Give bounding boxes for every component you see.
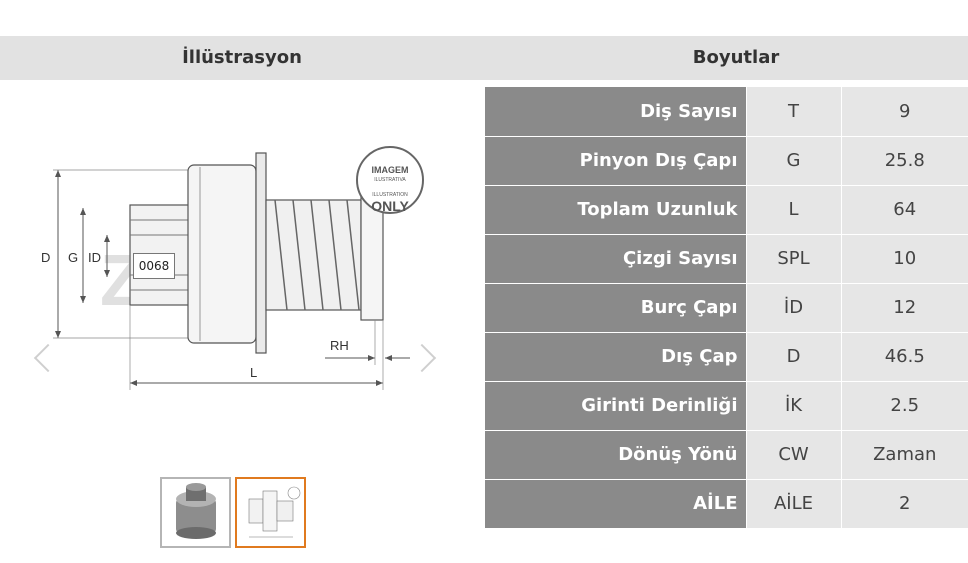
section-header-bar — [0, 36, 968, 80]
dim-label-rh: RH — [330, 338, 349, 353]
spec-label: Diş Sayısı — [485, 87, 746, 137]
spec-symbol: G — [745, 136, 841, 186]
spec-label: Girinti Derinliği — [485, 381, 746, 431]
spec-symbol: D — [745, 332, 841, 382]
drawing-thumbnail-icon — [248, 486, 301, 538]
spec-value: 10 — [840, 234, 968, 284]
spec-symbol: AİLE — [745, 479, 841, 529]
dim-label-l: L — [250, 365, 257, 380]
dim-label-d: D — [41, 250, 50, 265]
spec-symbol: CW — [745, 430, 841, 480]
stamp-line-2: ILUSTRATIVA — [374, 177, 406, 183]
spec-value: 12 — [840, 283, 968, 333]
gear-photo-icon — [176, 483, 216, 539]
product-drawing: ZEN SA D G ID IMAGEM ILUSTRATIVA ILLUSTR… — [41, 146, 424, 390]
spec-label: Çizgi Sayısı — [485, 234, 746, 284]
spec-symbol: İD — [745, 283, 841, 333]
spec-symbol: SPL — [745, 234, 841, 284]
stamp-line-1: IMAGEM — [372, 165, 409, 175]
spec-label: Toplam Uzunluk — [485, 185, 746, 235]
dimensions-heading: Boyutlar — [692, 47, 780, 68]
spec-label: Dönüş Yönü — [485, 430, 746, 480]
illustration-heading: İllüstrasyon — [182, 47, 302, 68]
dim-label-id: ID — [88, 250, 101, 265]
spec-value: 25.8 — [840, 136, 968, 186]
spec-value: 2 — [840, 479, 968, 529]
part-code-label: 0068 — [133, 253, 175, 279]
thumbnail-drawing[interactable] — [235, 477, 306, 548]
thumbnail-photo[interactable] — [160, 477, 231, 548]
spec-value: Zaman — [840, 430, 968, 480]
spec-label: AİLE — [485, 479, 746, 529]
spec-label: Pinyon Dış Çapı — [485, 136, 746, 186]
stamp-line-3: ILLUSTRATION — [372, 192, 408, 198]
dim-label-g: G — [68, 250, 78, 265]
spec-value: 9 — [840, 87, 968, 137]
spec-value: 2.5 — [840, 381, 968, 431]
spec-label: Dış Çap — [485, 332, 746, 382]
spec-symbol: L — [745, 185, 841, 235]
spec-value: 64 — [840, 185, 968, 235]
stamp-line-4: ONLY — [371, 198, 409, 214]
spec-symbol: T — [745, 87, 841, 137]
spec-value: 46.5 — [840, 332, 968, 382]
spec-symbol: İK — [745, 381, 841, 431]
spec-label: Burç Çapı — [485, 283, 746, 333]
